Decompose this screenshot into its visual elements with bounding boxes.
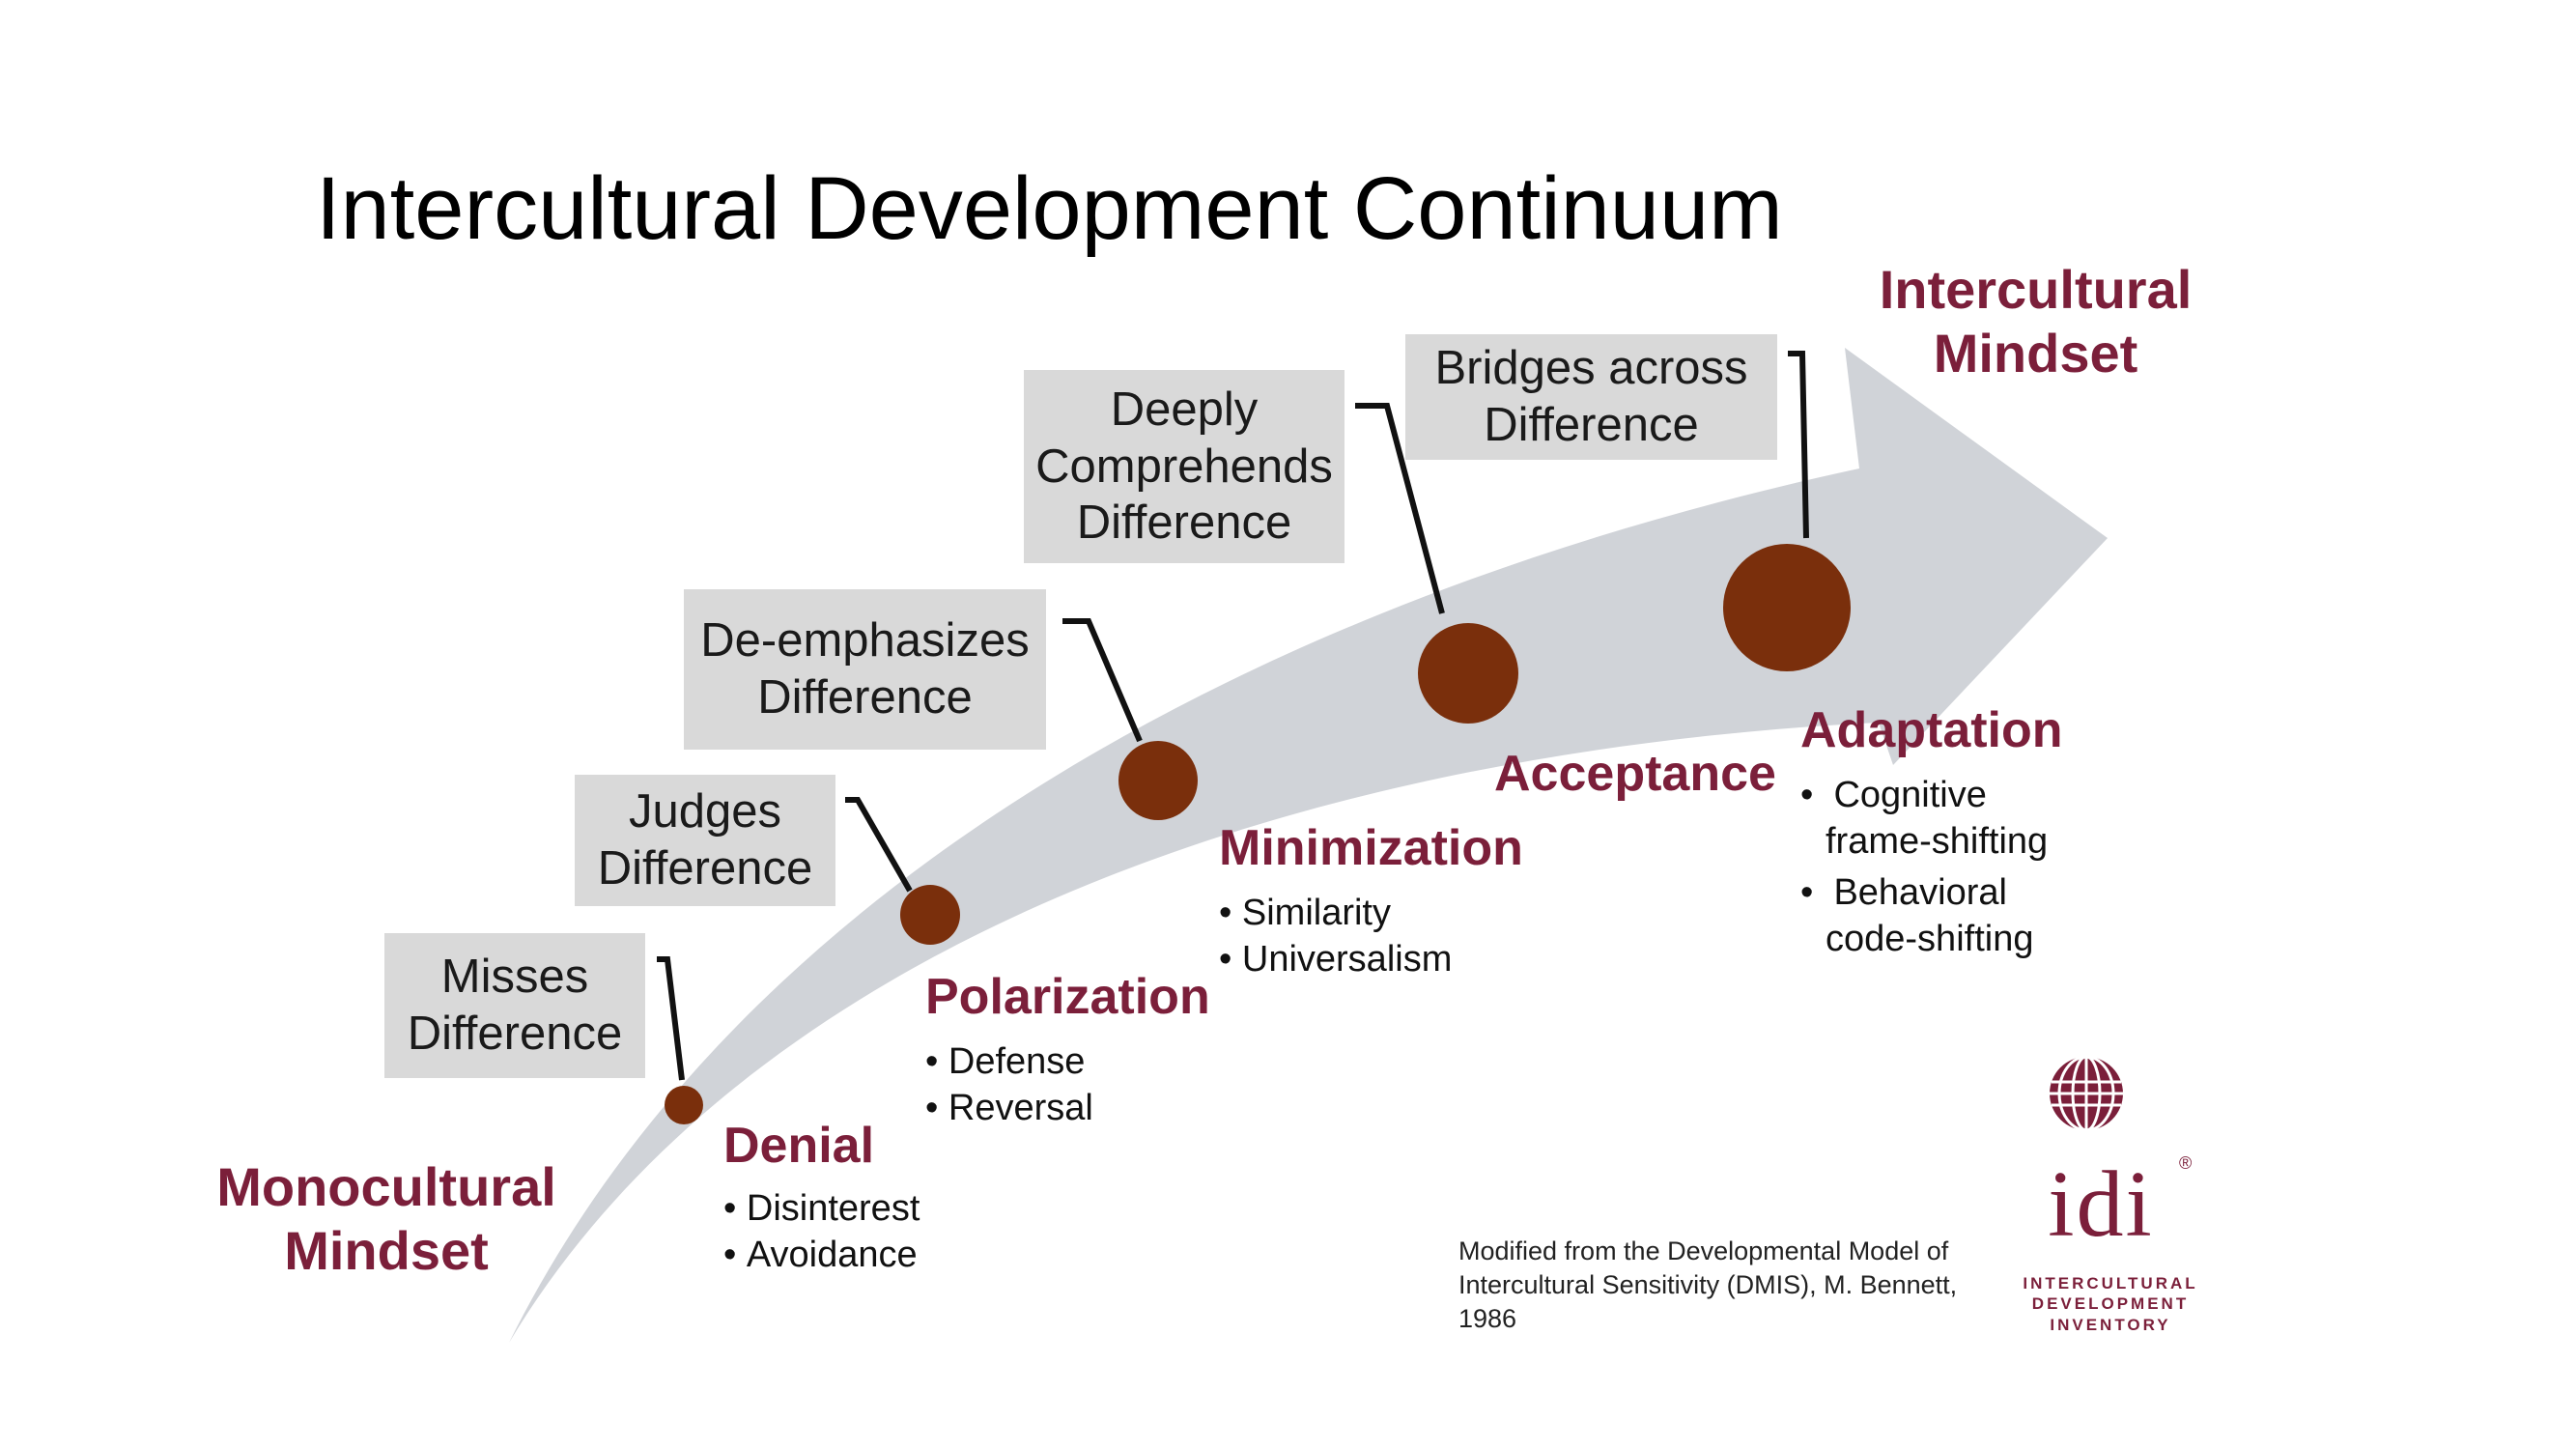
page-title: Intercultural Development Continuum <box>316 159 1783 258</box>
bullet-item: Behavioral code-shifting <box>1800 870 2048 962</box>
bullets-polarization: Defense Reversal <box>925 1039 1093 1131</box>
bullet-item: Reversal <box>925 1086 1093 1132</box>
connector-minimization <box>1062 618 1143 743</box>
description-box-minimization: De-emphasizes Difference <box>684 589 1046 750</box>
stage-dot-denial <box>665 1086 703 1124</box>
description-line: Bridges across <box>1434 342 1748 395</box>
bullet-item: Universalism <box>1219 937 1452 983</box>
stage-label-acceptance: Acceptance <box>1494 746 1776 802</box>
intercultural-mindset-line-2: Mindset <box>1933 323 2138 384</box>
logo-caption-line: INTERCULTURAL <box>2023 1274 2198 1293</box>
stage-label-polarization: Polarization <box>925 969 1210 1025</box>
monocultural-mindset-label: Monocultural Mindset <box>198 1155 575 1283</box>
bullet-text: Cognitive <box>1833 775 1987 815</box>
description-line: Difference <box>1076 497 1292 550</box>
description-line: Difference <box>757 671 973 724</box>
connector-lines <box>657 351 1809 1081</box>
description-box-denial: Misses Difference <box>384 933 645 1078</box>
monocultural-mindset-line-1: Monocultural <box>216 1156 556 1217</box>
stage-dot-acceptance <box>1418 623 1518 724</box>
bullets-adaptation: Cognitive frame-shifting Behavioral code… <box>1800 773 2048 968</box>
stage-label-adaptation: Adaptation <box>1800 702 2063 758</box>
bullet-item: Defense <box>925 1039 1093 1086</box>
monocultural-mindset-line-2: Mindset <box>284 1220 489 1282</box>
logo-caption-line: INVENTORY <box>2050 1315 2171 1334</box>
connector-adaptation <box>1788 351 1809 539</box>
description-line: Misses <box>440 951 589 1004</box>
continuum-arrow <box>509 348 2108 1343</box>
intercultural-mindset-label: Intercultural Mindset <box>1864 258 2207 385</box>
stage-label-minimization: Minimization <box>1219 820 1523 876</box>
source-note: Modified from the Developmental Model of… <box>1458 1236 1958 1334</box>
stage-dot-minimization <box>1118 741 1198 820</box>
bullets-minimization: Similarity Universalism <box>1219 891 1452 982</box>
description-box-polarization: Judges Difference <box>575 775 835 906</box>
bullets-denial: Disinterest Avoidance <box>723 1186 920 1278</box>
description-line: Judges <box>628 785 781 838</box>
description-line: Difference <box>407 1008 623 1060</box>
bullet-text: frame-shifting <box>1826 820 2049 862</box>
bullet-item: Avoidance <box>723 1233 920 1279</box>
bullet-item: Similarity <box>1219 891 1452 937</box>
stage-dots <box>665 544 1851 1124</box>
logo-caption-line: DEVELOPMENT <box>2031 1294 2190 1314</box>
registered-mark: ® <box>2179 1153 2193 1173</box>
stage-label-denial: Denial <box>723 1118 875 1174</box>
connector-polarization <box>845 797 913 893</box>
logo-letters: idi <box>2048 1152 2154 1257</box>
bullet-text: Behavioral <box>1833 872 2007 913</box>
description-line: Deeply <box>1110 383 1259 436</box>
globe-icon <box>2050 1055 2123 1132</box>
stage-dot-polarization <box>900 885 960 945</box>
bullet-item: Disinterest <box>723 1186 920 1233</box>
description-line: Difference <box>1484 399 1699 451</box>
bullet-text: code-shifting <box>1826 918 2034 959</box>
stage-dot-adaptation <box>1723 544 1851 671</box>
description-line: Difference <box>597 842 813 895</box>
description-line: Comprehends <box>1035 440 1333 493</box>
description-box-acceptance: Deeply Comprehends Difference <box>1024 370 1345 563</box>
logo-caption: INTERCULTURAL DEVELOPMENT INVENTORY <box>1990 1273 2231 1335</box>
description-line: De-emphasizes <box>700 614 1030 668</box>
connector-denial <box>657 956 685 1081</box>
intercultural-mindset-line-1: Intercultural <box>1879 259 2193 320</box>
description-box-adaptation: Bridges across Difference <box>1405 334 1777 460</box>
connector-acceptance <box>1355 403 1445 614</box>
bullet-item: Cognitive frame-shifting <box>1800 773 2048 865</box>
idi-logo: idi ® INTERCULTURAL DEVELOPMENT INVENTOR… <box>1990 1053 2231 1343</box>
